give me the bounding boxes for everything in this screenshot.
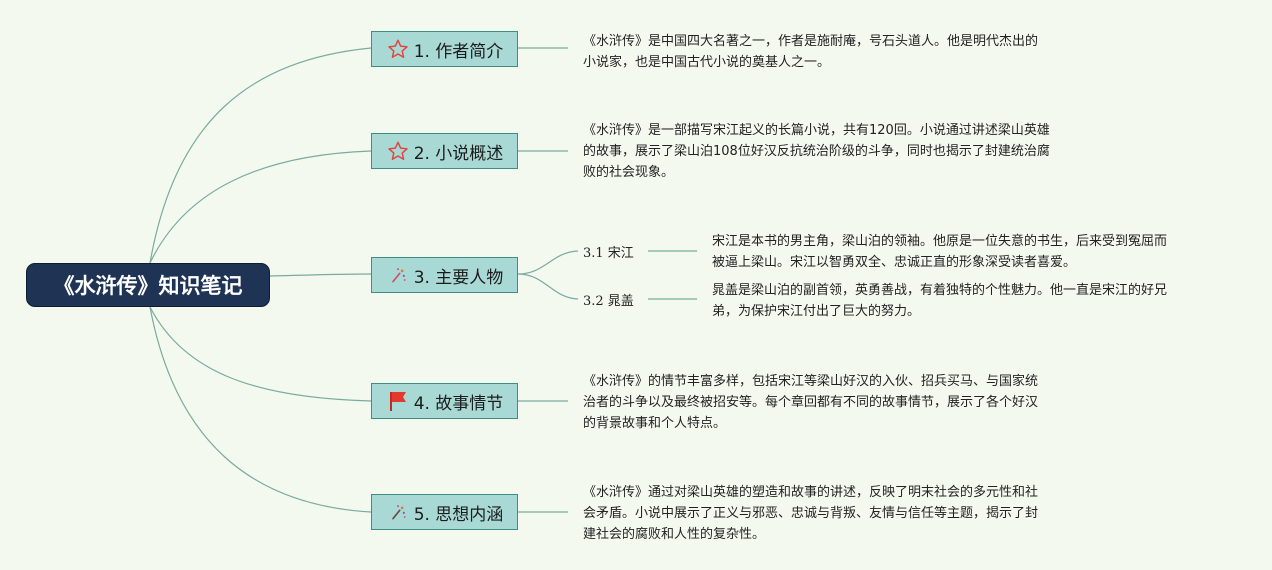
note-line: 建社会的腐败和人性的复杂性。	[583, 527, 766, 542]
note-chaogai: 晁盖是梁山泊的副首领，英勇善战，有着独特的个性魅力。他一直是宋江的好兄 弟，为保…	[712, 280, 1167, 322]
connector-root-branch-4	[149, 306, 372, 402]
branch-author[interactable]: 1. 作者简介	[371, 31, 518, 67]
branch-characters[interactable]: 3. 主要人物	[371, 257, 518, 293]
connector-root-branch-3	[269, 273, 372, 277]
subtopic-chaogai[interactable]: 3.2 晁盖	[583, 290, 634, 309]
note-author: 《水浒传》是中国四大名著之一，作者是施耐庵，号石头道人。他是明代杰出的 小说家，…	[583, 31, 1038, 73]
sparkle-icon	[386, 263, 410, 287]
star-outline-icon	[386, 37, 410, 61]
note-line: 《水浒传》通过对梁山英雄的塑造和故事的讲述，反映了明末社会的多元性和社	[583, 485, 1039, 500]
star-outline-icon	[386, 139, 410, 163]
note-overview: 《水浒传》是一部描写宋江起义的长篇小说，共有120回。小说通过讲述梁山英雄 的故…	[583, 120, 1050, 183]
note-line: 被逼上梁山。宋江以智勇双全、忠诚正直的形象深受读者喜爱。	[712, 255, 1077, 270]
note-line: 晁盖是梁山泊的副首领，英勇善战，有着独特的个性魅力。他一直是宋江的好兄	[712, 283, 1168, 298]
root-title: 《水浒传》知识笔记	[53, 274, 243, 298]
note-line: 会矛盾。小说中展示了正义与邪恶、忠诚与背叛、友情与信任等主题，揭示了封	[583, 506, 1039, 521]
branch-themes[interactable]: 5. 思想内涵	[371, 494, 518, 530]
note-line: 的背景故事和个人特点。	[583, 416, 727, 431]
branch-plot[interactable]: 4. 故事情节	[371, 383, 518, 419]
subtopic-label: 3.1 宋江	[583, 246, 634, 261]
branch-label: 4. 故事情节	[413, 393, 504, 414]
connector-root-branch-2	[149, 150, 372, 264]
note-line: 的故事，展示了梁山泊108位好汉反抗统治阶级的斗争，同时也揭示了封建统治腐	[583, 144, 1050, 159]
connector-root-branch-1	[149, 47, 372, 264]
branch-label: 2. 小说概述	[413, 143, 504, 164]
root-topic[interactable]: 《水浒传》知识笔记	[26, 263, 270, 307]
note-line: 《水浒传》是一部描写宋江起义的长篇小说，共有120回。小说通过讲述梁山英雄	[583, 123, 1050, 138]
branch-label: 1. 作者简介	[413, 41, 504, 62]
note-line: 《水浒传》的情节丰富多样，包括宋江等梁山好汉的入伙、招兵买马、与国家统	[583, 374, 1039, 389]
red-flag-icon	[386, 389, 410, 413]
note-line: 治者的斗争以及最终被招安等。每个章回都有不同的故事情节，展示了各个好汉	[583, 395, 1039, 410]
note-line: 败的社会现象。	[583, 165, 675, 180]
note-line: 宋江是本书的男主角，梁山泊的领袖。他原是一位失意的书生，后来受到冤屈而	[712, 234, 1168, 249]
note-songjiang: 宋江是本书的男主角，梁山泊的领袖。他原是一位失意的书生，后来受到冤屈而 被逼上梁…	[712, 231, 1167, 273]
sparkle-icon	[386, 500, 410, 524]
connector-root-branch-5	[149, 306, 372, 513]
branch-label: 3. 主要人物	[413, 267, 504, 288]
connector-branch-3-sub-1	[517, 250, 579, 275]
note-line: 《水浒传》是中国四大名著之一，作者是施耐庵，号石头道人。他是明代杰出的	[583, 34, 1039, 49]
subtopic-songjiang[interactable]: 3.1 宋江	[583, 242, 634, 261]
note-line: 弟，为保护宋江付出了巨大的努力。	[712, 304, 921, 319]
connector-branch-3-sub-2	[517, 273, 579, 300]
branch-label: 5. 思想内涵	[413, 504, 504, 525]
subtopic-label: 3.2 晁盖	[583, 294, 634, 309]
note-plot: 《水浒传》的情节丰富多样，包括宋江等梁山好汉的入伙、招兵买马、与国家统 治者的斗…	[583, 371, 1038, 434]
note-line: 小说家，也是中国古代小说的奠基人之一。	[583, 55, 831, 70]
branch-overview[interactable]: 2. 小说概述	[371, 133, 518, 169]
note-themes: 《水浒传》通过对梁山英雄的塑造和故事的讲述，反映了明末社会的多元性和社 会矛盾。…	[583, 482, 1038, 545]
